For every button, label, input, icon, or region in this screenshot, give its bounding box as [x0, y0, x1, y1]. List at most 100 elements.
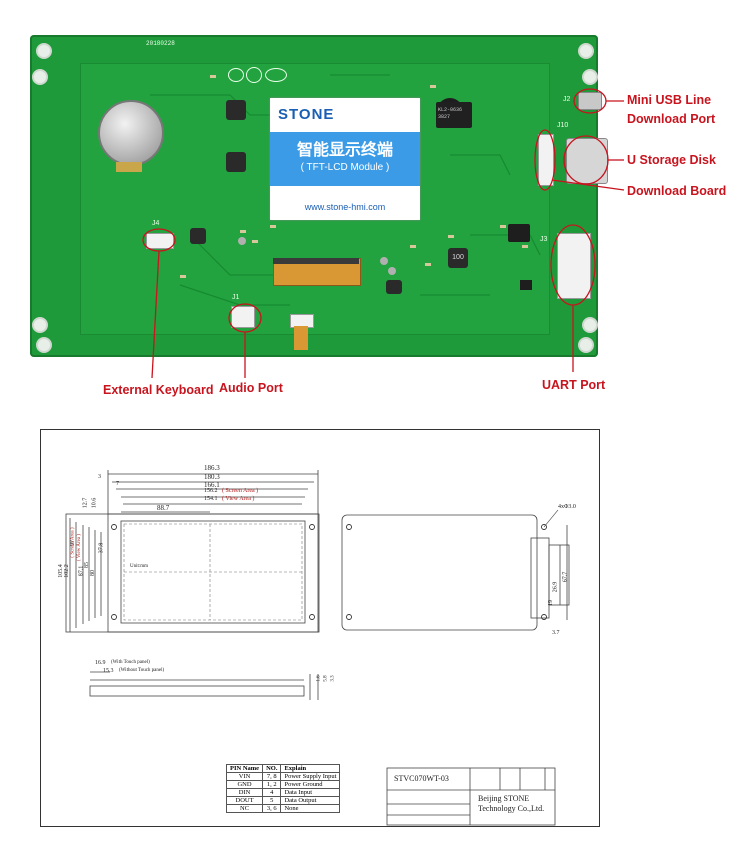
callout-u-storage: U Storage Disk [627, 153, 716, 167]
dim-88-7: 88.7 [157, 504, 170, 512]
date-code: 20180228 [146, 40, 175, 47]
sticker-chinese: 智能显示终端 [296, 140, 393, 159]
label-j2: J2 [563, 96, 571, 103]
dim-180-3: 180.3 [204, 473, 220, 481]
callout-download-port: Download Port [627, 112, 716, 126]
ic-chip [508, 224, 530, 242]
pin-no: 5 [262, 796, 282, 805]
mount-hole [36, 43, 52, 59]
unit-label: Unit:mm [130, 564, 149, 569]
dim-156-2: 156.2 [204, 488, 218, 494]
sticker-brand: STONE [278, 106, 335, 123]
dim-26-9: 26.9 [552, 581, 559, 593]
dim-154-1: 154.1 [204, 496, 218, 502]
dim-186-3: 186.3 [204, 464, 220, 472]
callout-lines [142, 88, 625, 379]
dim-3-7: 3.7 [552, 630, 560, 636]
dim-12-7: 12.7 [82, 497, 89, 509]
hole-note: 4xΦ3.0 [558, 504, 576, 510]
pin-no: 3, 6 [262, 804, 282, 813]
pin-explain: Power Ground [280, 780, 341, 789]
sticker-module: ( TFT-LCD Module ) [300, 162, 390, 173]
inductor-label: 100 [452, 254, 464, 261]
dim-1-6: 1.6 [316, 675, 322, 682]
pin-name: NC [225, 804, 264, 813]
dim-10-6: 10.6 [91, 497, 98, 509]
inductor-100: 100 [448, 248, 468, 268]
dim-5-8: 5.8 [323, 675, 329, 682]
pin-name: DOUT [225, 796, 264, 805]
dim-3: 3 [98, 474, 101, 480]
rohs-icon [265, 68, 287, 82]
pin-name: VIN [225, 772, 264, 781]
view-area-label: ( View Area ) [222, 496, 255, 502]
pin-explain: Data Input [280, 788, 341, 797]
mount-hole [578, 43, 594, 59]
inductor [386, 280, 402, 294]
fpc-connector-top [273, 258, 359, 264]
company-line1: Beijing STONE [478, 794, 530, 803]
mount-hole [582, 317, 598, 333]
label-j10: J10 [557, 122, 569, 129]
battery-clip [116, 162, 142, 172]
pin-no: 7, 8 [262, 772, 282, 781]
chip-text: KL2-0636 [438, 107, 463, 113]
table-row: GND 1, 2 Power Ground [225, 780, 341, 789]
pin-header-explain: Explain [280, 764, 341, 773]
dim-7: 7 [116, 481, 119, 487]
coin-battery [98, 100, 164, 166]
model-number: STVC070WT-03 [394, 774, 449, 783]
left-screen-area: ( Screen Area ) [70, 527, 76, 558]
dim-19: 19 [548, 600, 554, 606]
pin-table: PIN Name NO. Explain VIN 7, 8 Power Supp… [225, 764, 341, 813]
pin-name: DIN [225, 788, 264, 797]
uart-connector [557, 233, 591, 299]
table-row: VIN 7, 8 Power Supply Input [225, 772, 341, 781]
pin-table-header: PIN Name NO. Explain [225, 764, 341, 773]
thickness-notouch-label: (Without Touch panel) [119, 668, 165, 673]
pin-explain: Data Output [280, 796, 341, 805]
mount-hole [32, 317, 48, 333]
download-board-connector [538, 134, 554, 186]
dim-80: 80 [90, 570, 96, 576]
chip-sub: 3827 [438, 114, 451, 120]
dim-67-7: 67.7 [562, 571, 569, 583]
callout-external-keyboard: External Keyboard [103, 383, 214, 397]
pin-no: 1, 2 [262, 780, 282, 789]
thickness-notouch: 15.3 [103, 668, 114, 674]
table-row: DOUT 5 Data Output [225, 796, 341, 805]
label-j1: J1 [232, 294, 240, 301]
mount-hole [582, 69, 598, 85]
dim-37-8: 37.8 [98, 542, 105, 554]
pin-no: 4 [262, 788, 282, 797]
screen-area-label: ( Screen Area ) [222, 488, 259, 494]
callout-download-board: Download Board [627, 184, 727, 198]
pin-header-name: PIN Name [225, 764, 264, 773]
company-line2: Technology Co.,Ltd. [478, 804, 545, 813]
inductor [190, 228, 206, 244]
mount-hole [578, 337, 594, 353]
label-j4: J4 [152, 220, 160, 227]
label-j3: J3 [540, 236, 548, 243]
table-row: DIN 4 Data Input [225, 788, 341, 797]
inductor [226, 100, 246, 120]
smd-components [180, 75, 528, 278]
left-view-area: ( View Area ) [76, 534, 82, 561]
thickness-touch-label: (With Touch panel) [111, 660, 150, 665]
mount-hole [36, 337, 52, 353]
callout-uart-port: UART Port [542, 378, 606, 392]
sticker-band [270, 132, 420, 186]
stone-sticker: STONE 智能显示终端 ( TFT-LCD Module ) www.ston… [270, 98, 420, 220]
mount-hole [32, 69, 48, 85]
mini-usb-connector [578, 92, 602, 110]
pin-name: GND [225, 780, 264, 789]
table-row: NC 3, 6 None [225, 804, 341, 813]
mechanical-drawing [40, 429, 600, 827]
dim-3-3: 3.3 [330, 675, 336, 682]
pin-explain: Power Supply Input [280, 772, 341, 781]
sticker-url: www.stone-hmi.com [304, 202, 386, 212]
chip: KL2-0636 3827 [436, 102, 472, 128]
ce-mark-icon [228, 68, 244, 82]
pin-header-no: NO. [262, 764, 282, 773]
